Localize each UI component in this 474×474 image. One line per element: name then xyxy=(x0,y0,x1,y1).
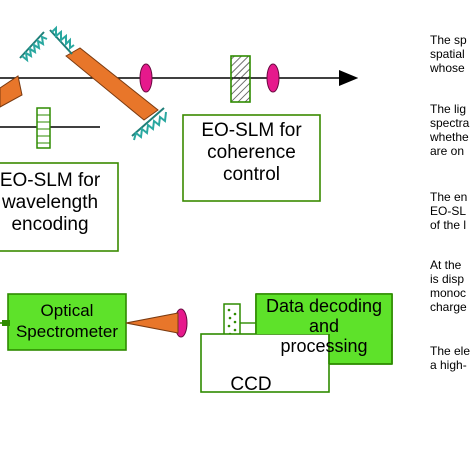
coherence-slm-box xyxy=(182,114,321,202)
side-paragraph-1: The sp spatial whose xyxy=(430,33,467,75)
side-p2-line3: whethe xyxy=(430,130,469,144)
side-p2-line2: spectra xyxy=(430,116,470,130)
side-p1-line1: The sp xyxy=(430,33,467,47)
lens-2 xyxy=(266,63,280,93)
orange-beam-left xyxy=(0,75,23,108)
lens-1 xyxy=(139,63,153,93)
side-p4-line2: is disp xyxy=(430,272,465,286)
side-p4-line4: charge xyxy=(430,300,467,314)
decoding-line1: Data decoding xyxy=(265,296,383,316)
coherence-slm-element xyxy=(230,55,251,103)
side-p3-line3: of the l xyxy=(430,218,467,232)
side-p4-line3: monoc xyxy=(430,286,467,300)
output-cone xyxy=(125,312,179,334)
side-p4-line1: At the xyxy=(430,258,462,272)
spectrometer-line1: Optical xyxy=(40,301,94,320)
decoding-line2: and xyxy=(308,316,340,336)
wavelength-slm-line2: wavelength xyxy=(1,192,99,213)
grating-mirror-left xyxy=(19,31,48,63)
side-p1-line3: whose xyxy=(430,61,465,75)
ccd-box xyxy=(200,333,330,393)
coherence-slm-line2: coherence xyxy=(207,142,296,163)
slm-element-left xyxy=(36,107,51,149)
spectrometer-box xyxy=(7,293,127,351)
ccd-label: CCD xyxy=(230,374,272,395)
side-p3-line2: EO-SL xyxy=(430,204,467,218)
side-paragraph-3: The en EO-SL of the l xyxy=(430,190,467,232)
wavelength-slm-line3: encoding xyxy=(11,214,89,235)
wavelength-slm-line1: EO-SLM for xyxy=(0,170,101,191)
grating-mirror-right xyxy=(131,107,167,141)
coherence-slm-line3: control xyxy=(222,164,281,185)
side-paragraph-4: At the is disp monoc charge xyxy=(430,258,467,314)
decoding-line3: processing xyxy=(280,336,368,356)
side-p2-line1: The lig xyxy=(430,102,467,116)
side-paragraph-2: The lig spectra whethe are on xyxy=(430,102,469,158)
orange-beam-diagonal xyxy=(65,47,159,121)
decoding-label: Data decoding and processing xyxy=(256,296,392,356)
side-p1-line2: spatial xyxy=(430,47,465,61)
spectrometer-label: Optical Spectrometer xyxy=(8,300,126,342)
side-p5-line1: The ele xyxy=(430,344,471,358)
wavelength-slm-label: EO-SLM for wavelength encoding xyxy=(0,170,114,236)
side-p3-line1: The en xyxy=(430,190,468,204)
side-p2-line4: are on xyxy=(430,144,465,158)
spectrometer-line2: Spectrometer xyxy=(15,322,119,341)
wavelength-slm-box xyxy=(0,162,119,252)
grating-mirror-top xyxy=(49,25,75,55)
side-p5-line2: a high- xyxy=(430,358,467,372)
side-paragraph-5: The ele a high- xyxy=(430,344,470,372)
coherence-slm-label: EO-SLM for coherence control xyxy=(183,120,320,186)
coherence-slm-line1: EO-SLM for xyxy=(201,120,302,141)
